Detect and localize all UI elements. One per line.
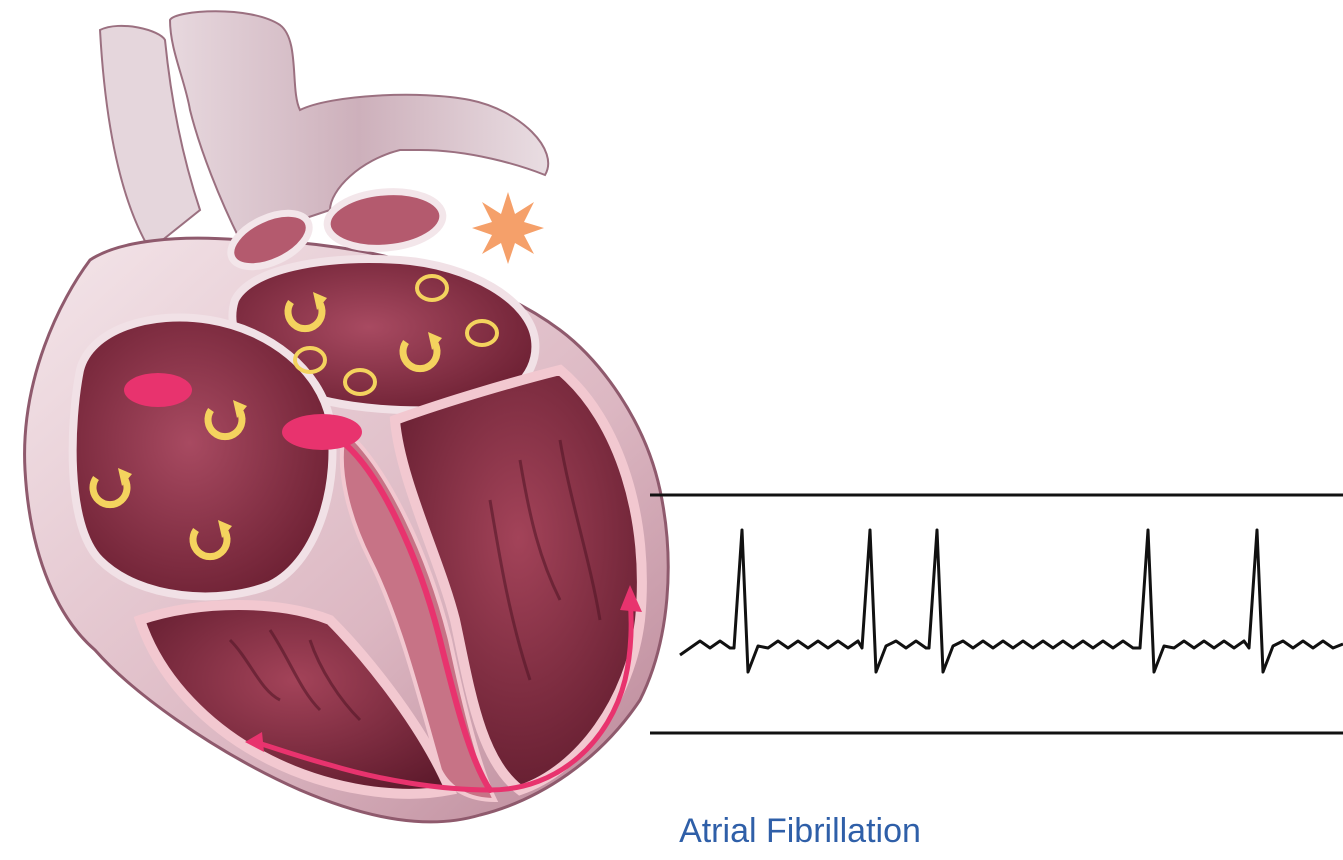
- sinoatrial-node: [124, 373, 192, 407]
- atrioventricular-node: [282, 414, 362, 450]
- diagram-caption: Atrial Fibrillation: [600, 812, 1000, 851]
- ecg-strip: [650, 495, 1343, 733]
- heart-illustration: [25, 11, 669, 822]
- aortic-valve: [325, 187, 445, 253]
- ecg-trace: [680, 530, 1343, 672]
- ectopic-spark-icon: [472, 192, 544, 264]
